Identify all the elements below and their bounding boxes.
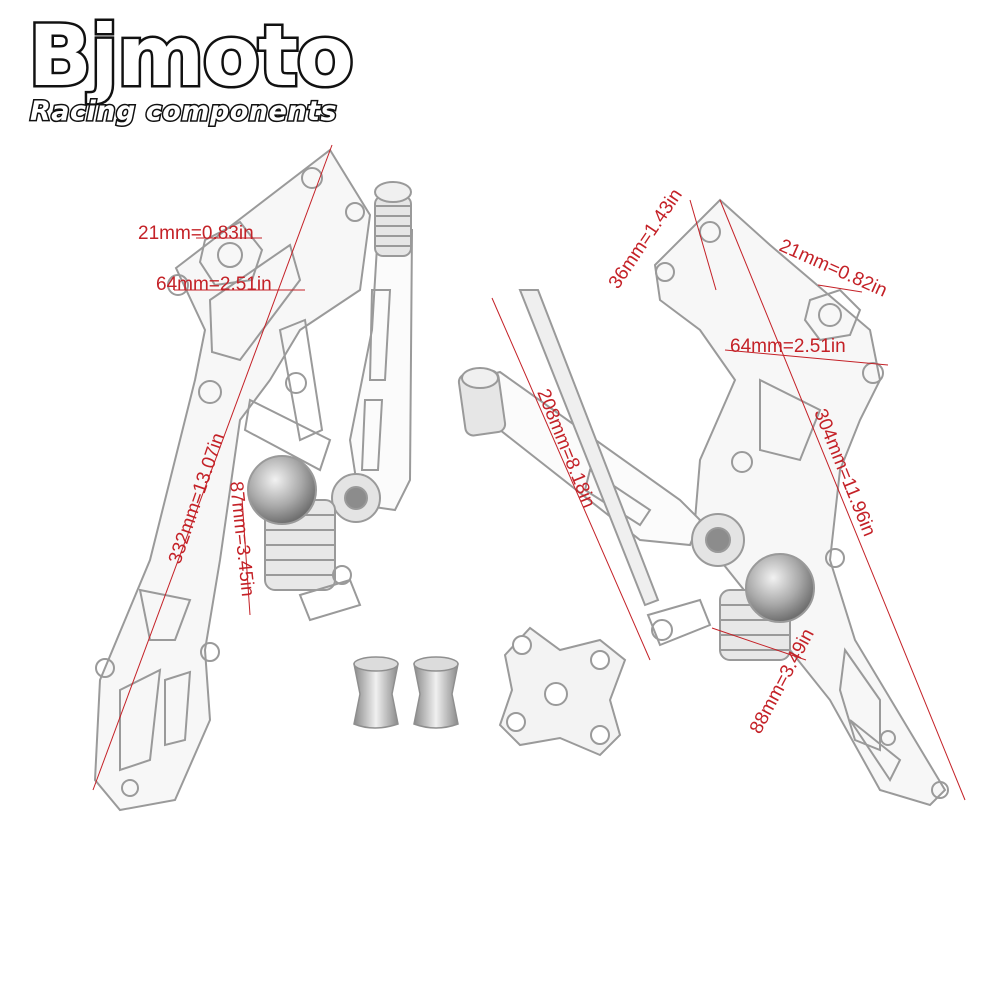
spacer-left [353, 656, 399, 729]
left-hex-bolt [198, 220, 264, 287]
adapter-plate [498, 626, 627, 757]
right-mount-plate [653, 198, 947, 807]
brand-tagline: Racing components [28, 96, 338, 127]
spacer-right [413, 656, 459, 729]
brand-logo-wordmark: Bjmoto [26, 7, 357, 105]
right-lever-peg [457, 367, 507, 437]
left-rearset [93, 148, 414, 812]
right-rearset [457, 198, 949, 807]
right-foot-peg [719, 553, 815, 661]
spacer-set [353, 656, 459, 729]
dim-left-width-mid: 64mm=2.51in [156, 274, 272, 295]
left-lever-peg [374, 181, 412, 257]
dim-right-width-mid: 64mm=2.51in [730, 336, 846, 357]
dim-left-width-top: 21mm=0.83in [138, 223, 254, 244]
dimension-lines [92, 144, 966, 801]
right-hex-bolt [803, 288, 862, 342]
right-brake-lever [466, 370, 702, 547]
left-foot-peg [247, 455, 336, 591]
left-mount-plate [93, 148, 372, 812]
right-push-rod [518, 289, 660, 607]
